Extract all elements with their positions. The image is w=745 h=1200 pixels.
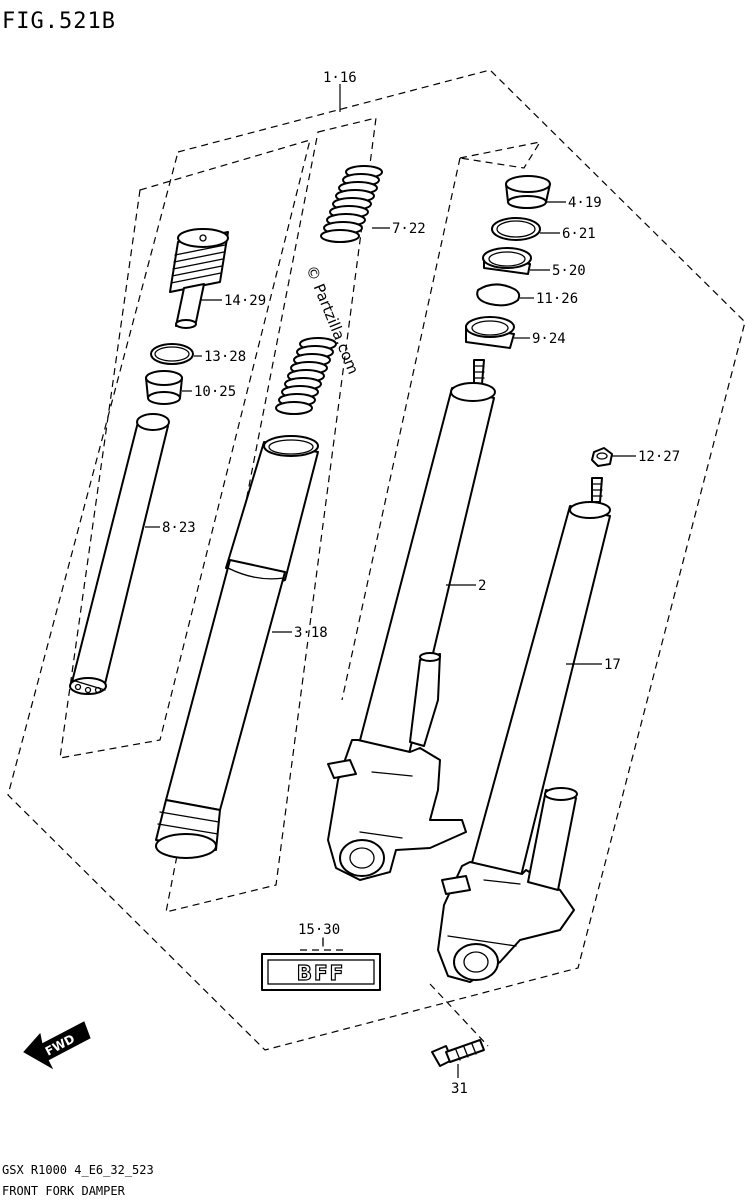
callout-11: 11·26 (536, 291, 578, 307)
callout-10: 10·25 (194, 384, 236, 400)
right-group-boundary-top (459, 141, 542, 169)
callout-31: 31 (451, 1081, 468, 1097)
fork-spring-lower (275, 337, 337, 415)
washer-6 (491, 217, 541, 241)
callout-13: 13·28 (204, 349, 246, 365)
callout-2: 2 (478, 578, 486, 594)
oil-seal-5 (482, 247, 532, 275)
callout-3: 3·18 (294, 625, 328, 641)
o-ring (150, 343, 194, 365)
bolt-boundary (429, 983, 489, 1047)
callout-12: 12·27 (638, 449, 680, 465)
callout-17: 17 (604, 657, 621, 673)
callout-assembly: 1·16 (323, 70, 357, 86)
figure-caption: FRONT FORK DAMPER (2, 1184, 126, 1198)
fork-spring-upper (320, 165, 383, 243)
spacer-pipe (69, 413, 170, 695)
middle-group-boundary (165, 117, 377, 913)
stopper-ring-11 (476, 283, 521, 307)
bolt-31 (431, 1039, 485, 1067)
callout-14: 14·29 (224, 293, 266, 309)
callout-15: 15·30 (298, 922, 340, 938)
fork-cap-bolt (169, 228, 229, 329)
figure-title: FIG.521B (2, 9, 116, 34)
fwd-arrow: FWD (23, 1021, 91, 1070)
left-group-boundary (59, 139, 311, 759)
callout-7: 7·22 (392, 221, 426, 237)
assembly-boundary (7, 69, 745, 1051)
dust-seal-9 (465, 316, 515, 349)
callout-8: 8·23 (162, 520, 196, 536)
outer-tube (155, 435, 319, 859)
callout-5: 5·20 (552, 263, 586, 279)
label-plate-text: BFF (297, 961, 346, 985)
inner-tube-right (327, 359, 496, 881)
callout-9: 9·24 (532, 331, 566, 347)
label-plate: BFF (261, 953, 381, 991)
nut-12 (591, 447, 613, 467)
inner-tube-left (437, 477, 611, 983)
guide-bushing-4 (505, 175, 551, 209)
callout-4: 4·19 (568, 195, 602, 211)
bushing (145, 370, 183, 405)
figure-code: GSX R1000 4_E6_32_523 (2, 1163, 154, 1177)
callout-6: 6·21 (562, 226, 596, 242)
right-group-boundary-side (341, 157, 461, 701)
